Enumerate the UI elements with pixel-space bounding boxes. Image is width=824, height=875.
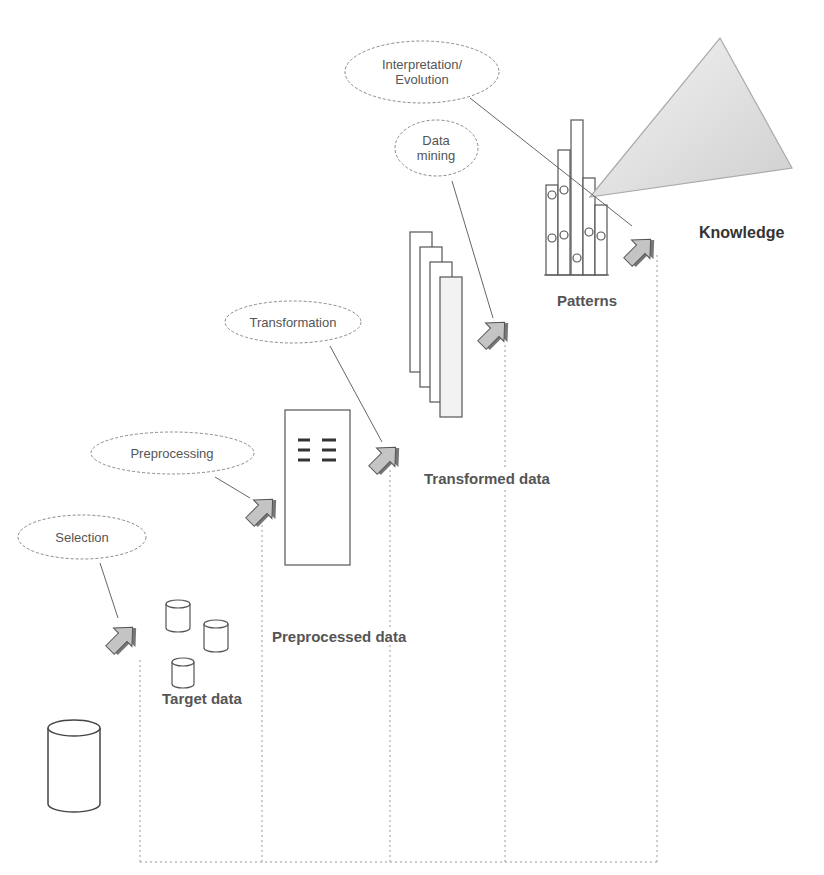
step-name: Interpretation/ Evolution <box>372 57 472 87</box>
step-oval: Transformation <box>224 300 362 344</box>
block-arrow <box>364 437 409 482</box>
guide-lines <box>140 255 657 862</box>
stage-label: Preprocessed data <box>270 628 408 645</box>
knowledge-sheet <box>590 38 792 197</box>
stage-label: Knowledge <box>697 224 786 242</box>
patterns-chart <box>544 120 609 275</box>
step-name: Selection <box>55 530 108 545</box>
step-oval: Selection <box>17 514 147 560</box>
step-oval: Data mining <box>394 119 479 177</box>
step-oval: Preprocessing <box>90 431 255 475</box>
stage-label: Target data <box>160 690 244 707</box>
preprocessed-block <box>285 410 350 565</box>
oval-text: Preprocessing <box>130 446 213 461</box>
leader-lines <box>100 98 632 618</box>
step-name: Preprocessing <box>130 446 213 461</box>
oval-text: Transformation <box>250 315 337 330</box>
block-arrow <box>101 617 146 662</box>
oval-text: Interpretation/ Evolution <box>372 57 472 87</box>
oval-text: Selection <box>55 530 108 545</box>
step-name: Data mining <box>411 133 461 163</box>
stage-label: Patterns <box>555 292 619 309</box>
transformed-stack <box>410 232 462 417</box>
block-arrow <box>241 489 286 534</box>
database-cylinder <box>48 720 100 812</box>
stage-label: Transformed data <box>422 470 552 487</box>
step-oval: Interpretation/ Evolution <box>344 40 500 104</box>
step-name: Transformation <box>250 315 337 330</box>
target-cylinders <box>166 600 228 688</box>
block-arrow <box>619 229 664 274</box>
block-arrow <box>473 312 518 357</box>
oval-text: Data mining <box>411 133 461 163</box>
